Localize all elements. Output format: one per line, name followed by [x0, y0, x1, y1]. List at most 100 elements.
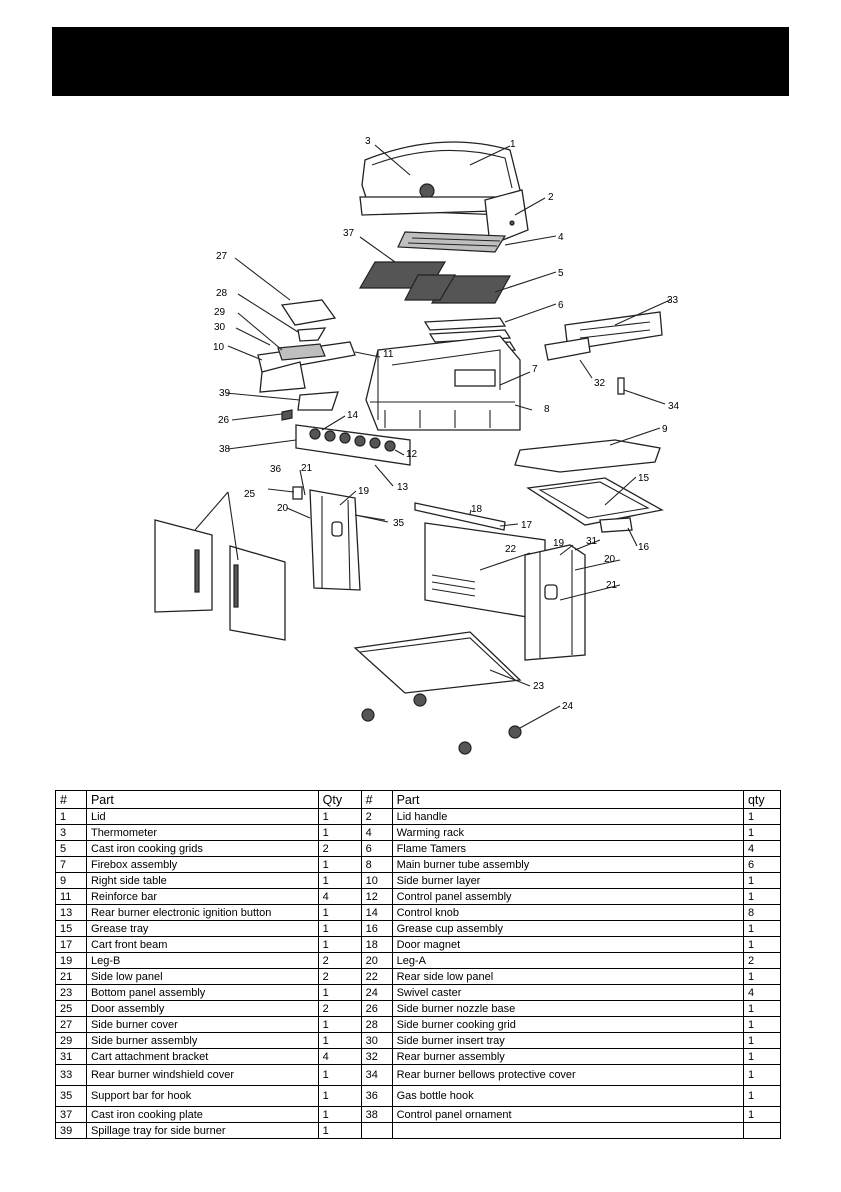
- callout-numbers: 1 2 3 4 5 6 7 8 9 10 11 12 13 14 15 16 1…: [213, 136, 680, 712]
- cell: 2: [317, 968, 362, 985]
- cell: 2: [742, 952, 782, 969]
- callout: 1: [510, 139, 516, 150]
- callout: 29: [214, 307, 226, 318]
- cell: Rear burner assembly: [391, 1048, 744, 1065]
- cell: Side burner nozzle base: [391, 1000, 744, 1017]
- cell: 19: [55, 952, 87, 969]
- cell: 3: [55, 824, 87, 841]
- cooking-grids-drawing: [358, 261, 512, 304]
- table-row: 11 Reinforce bar 4 12 Control panel asse…: [55, 888, 782, 905]
- left-side-panel-drawing: [309, 489, 361, 591]
- cell: 1: [317, 1106, 362, 1123]
- callout: 25: [244, 489, 256, 500]
- table-row: 27 Side burner cover 1 28 Side burner co…: [55, 1016, 782, 1033]
- cell: 25: [55, 1000, 87, 1017]
- table-row: 33 Rear burner windshield cover 1 34 Rea…: [55, 1064, 782, 1086]
- cell: 26: [360, 1000, 393, 1017]
- callout: 13: [397, 482, 409, 493]
- table-row: 23 Bottom panel assembly 1 24 Swivel cas…: [55, 984, 782, 1001]
- cell: 1: [317, 1016, 362, 1033]
- cell: 1: [742, 1085, 782, 1107]
- cell: Reinforce bar: [85, 888, 319, 905]
- cell: Cast iron cooking grids: [85, 840, 319, 857]
- cell: 11: [55, 888, 87, 905]
- warming-rack-drawing: [397, 231, 507, 253]
- callout: 14: [347, 410, 359, 421]
- cell: [360, 1122, 393, 1139]
- callout: 35: [393, 518, 405, 529]
- table-row: 17 Cart front beam 1 18 Door magnet 1: [55, 936, 782, 953]
- cell: Side burner cooking grid: [391, 1016, 744, 1033]
- callout: 34: [668, 401, 680, 412]
- cell: 20: [360, 952, 393, 969]
- table-row: 31 Cart attachment bracket 4 32 Rear bur…: [55, 1048, 782, 1065]
- callout: 31: [586, 536, 598, 547]
- grease-tray-drawing: [526, 477, 664, 533]
- cell: Leg-A: [391, 952, 744, 969]
- cell: Rear burner windshield cover: [85, 1064, 319, 1086]
- leader-lines: [194, 144, 671, 729]
- cell: 1: [317, 984, 362, 1001]
- cell: 21: [55, 968, 87, 985]
- cell: Bottom panel assembly: [85, 984, 319, 1001]
- callout: 18: [471, 504, 483, 515]
- table-row: 5 Cast iron cooking grids 2 6 Flame Tame…: [55, 840, 782, 857]
- callout: 7: [532, 364, 538, 375]
- table-header-row: # Part Qty # Part qty: [55, 790, 782, 809]
- callout: 28: [216, 288, 228, 299]
- callout: 20: [277, 503, 289, 514]
- side-burner-drawing: [257, 299, 356, 421]
- cell: Warming rack: [391, 824, 744, 841]
- cell: 7: [55, 856, 87, 873]
- column-header: #: [360, 790, 393, 809]
- cell: Lid: [85, 808, 319, 825]
- cell: 8: [360, 856, 393, 873]
- cell: 29: [55, 1032, 87, 1049]
- cell: Control knob: [391, 904, 744, 921]
- cell: 1: [742, 936, 782, 953]
- table-row: 21 Side low panel 2 22 Rear side low pan…: [55, 968, 782, 985]
- cell: 5: [55, 840, 87, 857]
- callout: 10: [213, 342, 225, 353]
- table-row: 29 Side burner assembly 1 30 Side burner…: [55, 1032, 782, 1049]
- cell: 38: [360, 1106, 393, 1123]
- cell: Spillage tray for side burner: [85, 1122, 319, 1139]
- callout: 33: [667, 295, 679, 306]
- callout: 15: [638, 473, 650, 484]
- callout: 17: [521, 520, 533, 531]
- lid-drawing: [359, 141, 529, 246]
- cell: Side burner cover: [85, 1016, 319, 1033]
- callout: 22: [505, 544, 517, 555]
- cell: 1: [742, 808, 782, 825]
- cell: 1: [317, 1122, 362, 1139]
- cell: Cast iron cooking plate: [85, 1106, 319, 1123]
- cell: 1: [742, 1032, 782, 1049]
- cell: 2: [360, 808, 393, 825]
- cell: 1: [742, 888, 782, 905]
- doors-drawing: [154, 519, 286, 641]
- cell: 1: [742, 1064, 782, 1086]
- callout: 21: [606, 580, 618, 591]
- cell: Cart front beam: [85, 936, 319, 953]
- cell: 1: [317, 1032, 362, 1049]
- right-side-panel-drawing: [524, 544, 586, 661]
- callout: 8: [544, 404, 550, 415]
- cell: Control panel assembly: [391, 888, 744, 905]
- cell: Leg-B: [85, 952, 319, 969]
- cell: Control panel ornament: [391, 1106, 744, 1123]
- cell: 1: [742, 1048, 782, 1065]
- callout: 3: [365, 136, 371, 147]
- cell: 1: [317, 936, 362, 953]
- right-side-table-drawing: [514, 439, 661, 473]
- callout: 4: [558, 232, 564, 243]
- cell: 1: [742, 1000, 782, 1017]
- callout: 11: [383, 349, 394, 360]
- callout: 26: [218, 415, 230, 426]
- cell: 1: [317, 920, 362, 937]
- cell: 1: [742, 1016, 782, 1033]
- table-row: 35 Support bar for hook 1 36 Gas bottle …: [55, 1085, 782, 1107]
- cell: 4: [317, 1048, 362, 1065]
- cell: 1: [742, 872, 782, 889]
- callout: 20: [604, 554, 616, 565]
- callout: 21: [301, 463, 313, 474]
